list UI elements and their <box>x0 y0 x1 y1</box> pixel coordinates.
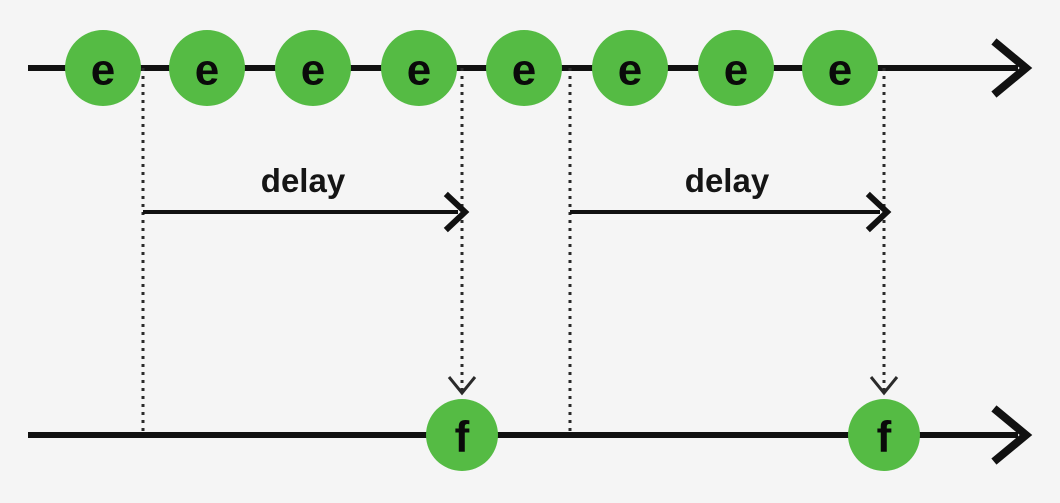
marble-source-2[interactable]: e <box>169 30 245 106</box>
marble-label: e <box>512 46 536 95</box>
marble-circle <box>65 30 141 106</box>
marble-circle <box>169 30 245 106</box>
marble-circle <box>848 399 920 471</box>
marble-circle <box>592 30 668 106</box>
marble-source-3[interactable]: e <box>275 30 351 106</box>
marble-circle <box>698 30 774 106</box>
marble-label: e <box>301 46 325 95</box>
marble-source-7[interactable]: e <box>698 30 774 106</box>
marble-label: e <box>724 46 748 95</box>
marble-result-1[interactable]: f <box>426 399 498 471</box>
marble-source-1[interactable]: e <box>65 30 141 106</box>
marble-circle <box>381 30 457 106</box>
marble-source-6[interactable]: e <box>592 30 668 106</box>
marble-result-2[interactable]: f <box>848 399 920 471</box>
marble-label: e <box>828 46 852 95</box>
marble-circle <box>486 30 562 106</box>
guide-lines <box>141 68 899 437</box>
marble-source-4[interactable]: e <box>381 30 457 106</box>
result-timeline-arrowhead <box>991 405 1033 465</box>
delay-span-1-arrowhead-icon <box>443 191 470 233</box>
source-timeline-arrowhead <box>991 38 1033 98</box>
delay-span-2-arrowhead-icon <box>865 191 892 233</box>
guide-line-4-arrowhead-icon <box>869 376 899 396</box>
result-marbles: f f <box>426 399 920 471</box>
marble-label: e <box>195 46 219 95</box>
marble-label: e <box>407 46 431 95</box>
delay-span-1-label: delay <box>261 162 346 199</box>
marble-label: f <box>455 413 470 462</box>
marble-label: e <box>618 46 642 95</box>
guide-line-2-arrowhead-icon <box>447 376 477 396</box>
marble-label: f <box>877 413 892 462</box>
marble-source-8[interactable]: e <box>802 30 878 106</box>
delay-span-1: delay <box>143 162 470 233</box>
marble-circle <box>275 30 351 106</box>
delay-span-2-label: delay <box>685 162 770 199</box>
marble-label: e <box>91 46 115 95</box>
source-marbles: e e e e e e e <box>65 30 878 106</box>
marble-circle <box>802 30 878 106</box>
delay-span-2: delay <box>570 162 892 233</box>
marble-source-5[interactable]: e <box>486 30 562 106</box>
marble-circle <box>426 399 498 471</box>
